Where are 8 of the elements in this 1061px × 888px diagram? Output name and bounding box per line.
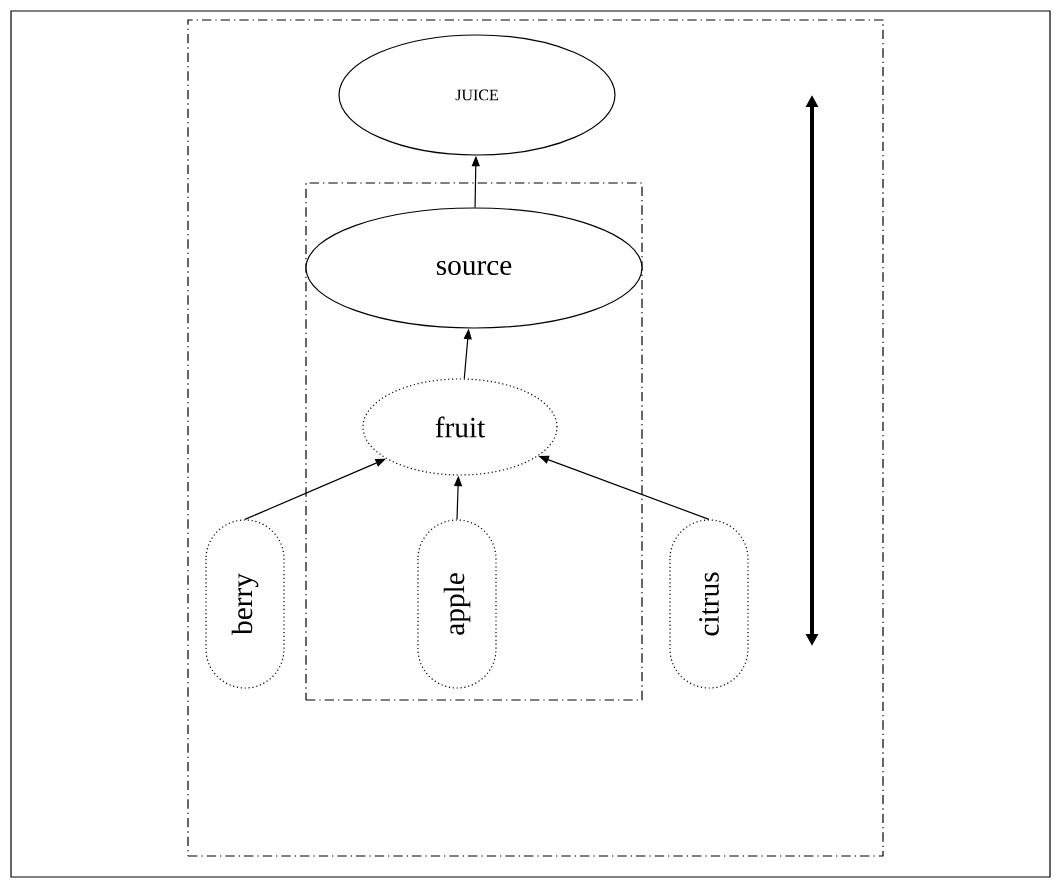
ellipse-node: JUICE [338, 34, 616, 156]
ellipse-node: source [305, 207, 643, 329]
group-frame [305, 182, 643, 701]
ellipse-node: fruit [362, 378, 558, 476]
rounded-box-node: citrus [669, 519, 749, 689]
group-frame [187, 19, 884, 857]
rounded-box-node: apple [417, 519, 497, 689]
rounded-box-node: berry [205, 519, 285, 689]
